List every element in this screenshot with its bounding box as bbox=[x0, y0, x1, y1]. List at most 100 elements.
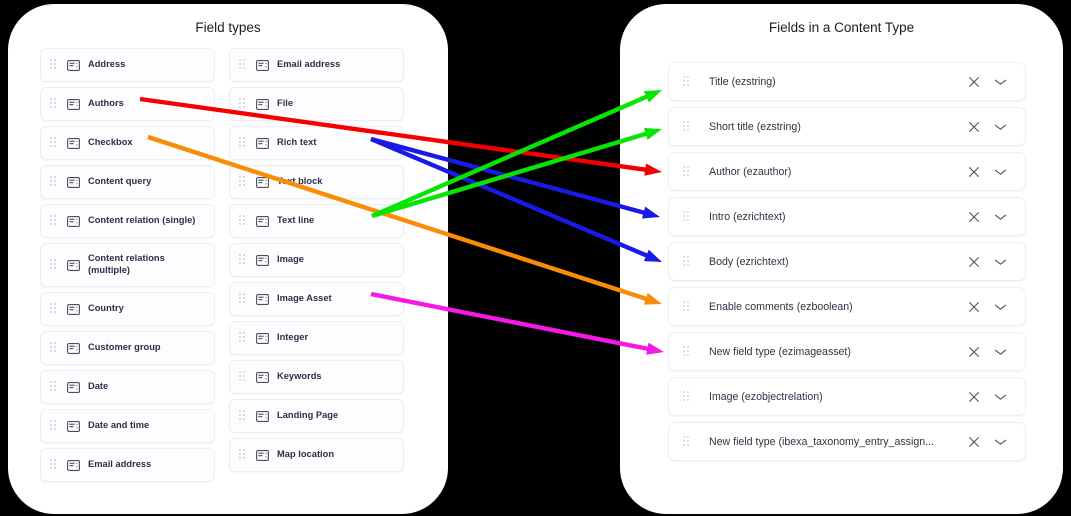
drag-handle-icon[interactable] bbox=[50, 176, 59, 188]
chevron-down-icon[interactable] bbox=[987, 159, 1013, 185]
content-type-field-label: Author (ezauthor) bbox=[709, 165, 792, 178]
drag-handle-icon[interactable] bbox=[50, 459, 59, 471]
content-type-field-row[interactable]: Short title (ezstring) bbox=[668, 107, 1026, 146]
content-type-field-row[interactable]: Image (ezobjectrelation) bbox=[668, 377, 1026, 416]
drag-handle-icon[interactable] bbox=[683, 300, 692, 313]
drag-handle-icon[interactable] bbox=[50, 381, 59, 393]
chevron-down-icon[interactable] bbox=[987, 114, 1013, 140]
drag-handle-icon[interactable] bbox=[50, 98, 59, 110]
field-type-label: Address bbox=[88, 59, 126, 70]
field-type-card[interactable]: Keywords bbox=[229, 360, 404, 394]
chevron-down-icon[interactable] bbox=[987, 384, 1013, 410]
field-type-icon bbox=[67, 215, 80, 227]
drag-handle-icon[interactable] bbox=[239, 371, 248, 383]
field-type-card[interactable]: Image bbox=[229, 243, 404, 277]
field-type-icon bbox=[67, 420, 80, 432]
close-icon[interactable] bbox=[961, 159, 987, 185]
chevron-down-icon[interactable] bbox=[987, 339, 1013, 365]
close-icon[interactable] bbox=[961, 249, 987, 275]
field-type-label: Text line bbox=[277, 215, 315, 226]
drag-handle-icon[interactable] bbox=[683, 390, 692, 403]
field-type-card[interactable]: Content relations (multiple) bbox=[40, 243, 215, 287]
field-type-card[interactable]: Map location bbox=[229, 438, 404, 472]
field-type-card[interactable]: File bbox=[229, 87, 404, 121]
field-type-card[interactable]: Text line bbox=[229, 204, 404, 238]
drag-handle-icon[interactable] bbox=[683, 165, 692, 178]
content-type-field-row[interactable]: New field type (ibexa_taxonomy_entry_ass… bbox=[668, 422, 1026, 461]
field-type-card[interactable]: Date and time bbox=[40, 409, 215, 443]
drag-handle-icon[interactable] bbox=[239, 98, 248, 110]
chevron-down-icon[interactable] bbox=[987, 69, 1013, 95]
field-type-card[interactable]: Landing Page bbox=[229, 399, 404, 433]
field-type-label: Customer group bbox=[88, 342, 161, 353]
field-type-card[interactable]: Country bbox=[40, 292, 215, 326]
field-type-card[interactable]: Customer group bbox=[40, 331, 215, 365]
close-icon[interactable] bbox=[961, 114, 987, 140]
drag-handle-icon[interactable] bbox=[239, 410, 248, 422]
content-type-field-label: Title (ezstring) bbox=[709, 75, 776, 88]
field-type-icon bbox=[67, 98, 80, 110]
content-type-field-row[interactable]: New field type (ezimageasset) bbox=[668, 332, 1026, 371]
content-type-field-row[interactable]: Author (ezauthor) bbox=[668, 152, 1026, 191]
drag-handle-icon[interactable] bbox=[50, 259, 59, 271]
close-icon[interactable] bbox=[961, 294, 987, 320]
drag-handle-icon[interactable] bbox=[50, 59, 59, 71]
drag-handle-icon[interactable] bbox=[239, 59, 248, 71]
field-type-icon bbox=[256, 59, 269, 71]
field-type-card[interactable]: Date bbox=[40, 370, 215, 404]
chevron-down-icon[interactable] bbox=[987, 294, 1013, 320]
drag-handle-icon[interactable] bbox=[239, 137, 248, 149]
close-icon[interactable] bbox=[961, 339, 987, 365]
drag-handle-icon[interactable] bbox=[50, 420, 59, 432]
content-type-field-label: Enable comments (ezboolean) bbox=[709, 300, 853, 313]
field-type-icon bbox=[256, 410, 269, 422]
drag-handle-icon[interactable] bbox=[239, 332, 248, 344]
close-icon[interactable] bbox=[961, 384, 987, 410]
field-type-card[interactable]: Checkbox bbox=[40, 126, 215, 160]
field-type-icon bbox=[67, 137, 80, 149]
drag-handle-icon[interactable] bbox=[683, 75, 692, 88]
drag-handle-icon[interactable] bbox=[683, 210, 692, 223]
drag-handle-icon[interactable] bbox=[683, 120, 692, 133]
field-type-card[interactable]: Integer bbox=[229, 321, 404, 355]
field-type-card[interactable]: Authors bbox=[40, 87, 215, 121]
drag-handle-icon[interactable] bbox=[50, 342, 59, 354]
field-type-card[interactable]: Content query bbox=[40, 165, 215, 199]
drag-handle-icon[interactable] bbox=[239, 449, 248, 461]
drag-handle-icon[interactable] bbox=[50, 215, 59, 227]
content-type-field-row[interactable]: Intro (ezrichtext) bbox=[668, 197, 1026, 236]
drag-handle-icon[interactable] bbox=[50, 303, 59, 315]
content-type-field-row[interactable]: Body (ezrichtext) bbox=[668, 242, 1026, 281]
content-type-field-row[interactable]: Enable comments (ezboolean) bbox=[668, 287, 1026, 326]
content-type-field-label: New field type (ezimageasset) bbox=[709, 345, 851, 358]
content-type-field-label: Intro (ezrichtext) bbox=[709, 210, 786, 223]
content-type-field-label: Image (ezobjectrelation) bbox=[709, 390, 823, 403]
field-type-card[interactable]: Text block bbox=[229, 165, 404, 199]
close-icon[interactable] bbox=[961, 429, 987, 455]
chevron-down-icon[interactable] bbox=[987, 249, 1013, 275]
chevron-down-icon[interactable] bbox=[987, 429, 1013, 455]
drag-handle-icon[interactable] bbox=[683, 435, 692, 448]
drag-handle-icon[interactable] bbox=[50, 137, 59, 149]
field-type-label: Content relation (single) bbox=[88, 215, 196, 226]
chevron-down-icon[interactable] bbox=[987, 204, 1013, 230]
drag-handle-icon[interactable] bbox=[239, 254, 248, 266]
field-type-card[interactable]: Image Asset bbox=[229, 282, 404, 316]
field-type-card[interactable]: Rich text bbox=[229, 126, 404, 160]
close-icon[interactable] bbox=[961, 204, 987, 230]
field-type-icon bbox=[256, 137, 269, 149]
drag-handle-icon[interactable] bbox=[239, 176, 248, 188]
drag-handle-icon[interactable] bbox=[239, 293, 248, 305]
drag-handle-icon[interactable] bbox=[239, 215, 248, 227]
content-type-fields-list: Title (ezstring) Short title (ezstring) Au… bbox=[668, 62, 1026, 461]
field-type-card[interactable]: Address bbox=[40, 48, 215, 82]
field-type-card[interactable]: Email address bbox=[40, 448, 215, 482]
close-icon[interactable] bbox=[961, 69, 987, 95]
drag-handle-icon[interactable] bbox=[683, 345, 692, 358]
field-type-card[interactable]: Email address bbox=[229, 48, 404, 82]
field-type-card[interactable]: Content relation (single) bbox=[40, 204, 215, 238]
content-type-field-row[interactable]: Title (ezstring) bbox=[668, 62, 1026, 101]
field-type-label: Rich text bbox=[277, 137, 317, 148]
drag-handle-icon[interactable] bbox=[683, 255, 692, 268]
